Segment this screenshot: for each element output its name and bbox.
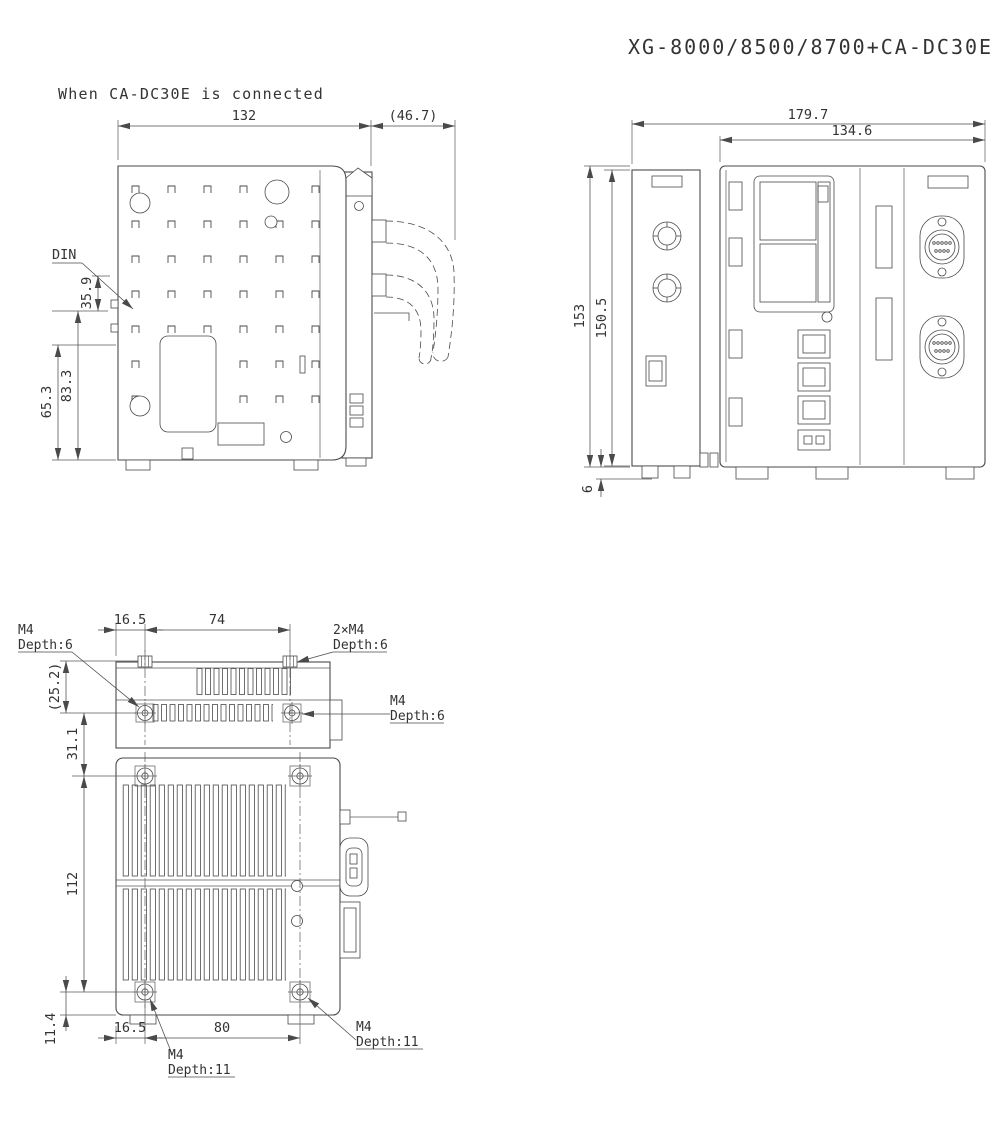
din-rail-notch bbox=[110, 323, 119, 333]
dim-main-unit-width: 134.6 bbox=[832, 123, 873, 139]
dim-boss-to-hole: (25.2) bbox=[47, 663, 63, 712]
label-screw-bottom-left-l1: M4 bbox=[168, 1048, 184, 1063]
label-screw-right-l1: M4 bbox=[390, 694, 406, 709]
side-cutout bbox=[159, 335, 217, 433]
label-screw-right-l2: Depth:6 bbox=[390, 709, 445, 724]
dsub-connector-upper bbox=[919, 215, 965, 279]
front-view: 179.7 134.6 153 150.5 6 bbox=[572, 107, 986, 497]
label-screw-top-left-l1: M4 bbox=[18, 623, 34, 638]
dsub-connector-lower bbox=[919, 315, 965, 379]
side-view: 132 (46.7) DIN 35.9 83.3 65.3 bbox=[39, 108, 456, 471]
bottom-ca-part bbox=[115, 650, 343, 749]
side-rear-plate bbox=[341, 167, 410, 459]
dim-hole-pitch-bottom: 80 bbox=[214, 1020, 230, 1036]
knob-upper bbox=[652, 221, 682, 251]
screw-hole-ca-right bbox=[281, 702, 303, 724]
sd-card-slot bbox=[753, 175, 835, 323]
dim-hole-to-bottom-edge: 11.4 bbox=[43, 1013, 59, 1046]
label-screw-bottom-right-l2: Depth:11 bbox=[356, 1035, 419, 1050]
din-label: DIN bbox=[52, 247, 76, 263]
dim-body-height: 150.5 bbox=[594, 298, 610, 339]
label-screw-bottom-right-l1: M4 bbox=[356, 1020, 372, 1035]
mounting-hole-grid bbox=[128, 180, 326, 418]
connection-note: When CA-DC30E is connected bbox=[58, 85, 324, 103]
front-main-unit bbox=[719, 165, 986, 480]
label-screw-bottom-left-l2: Depth:11 bbox=[168, 1063, 231, 1078]
dim-hole-pitch-vertical: 112 bbox=[65, 872, 81, 896]
din-rail-notch bbox=[110, 299, 119, 309]
dim-din-to-bottom: 83.3 bbox=[59, 370, 75, 403]
right-connector bbox=[339, 837, 369, 897]
bottom-dimensions bbox=[18, 624, 444, 1078]
dim-hole-pitch-top: 74 bbox=[209, 612, 225, 628]
vent-slots-band-1 bbox=[122, 784, 286, 878]
bottom-xg-part bbox=[115, 752, 407, 1025]
vent-slots-upper-row bbox=[196, 668, 291, 696]
front-lower-connector bbox=[797, 429, 831, 451]
dim-overall-width: 132 bbox=[232, 108, 256, 124]
dim-edge-to-hole-bottom: 16.5 bbox=[114, 1020, 147, 1036]
front-dimensions bbox=[584, 120, 986, 497]
dim-overall-height: 153 bbox=[572, 304, 588, 328]
label-screw-pair-top-l1: 2×M4 bbox=[333, 623, 364, 638]
drawing-title: XG-8000/8500/8700+CA-DC30E bbox=[628, 35, 993, 59]
vent-slots-band-2 bbox=[122, 888, 286, 982]
side-dimensions bbox=[52, 120, 456, 461]
front-buttons bbox=[797, 329, 831, 425]
dim-din-offset: 35.9 bbox=[79, 277, 95, 310]
side-body bbox=[110, 165, 367, 471]
dim-edge-to-hole-top: 16.5 bbox=[114, 612, 147, 628]
vent-slots-lower-row bbox=[152, 704, 273, 723]
dim-cable-clearance: (46.7) bbox=[389, 108, 438, 124]
dim-front-overall-width: 179.7 bbox=[788, 107, 829, 123]
front-ca-unit bbox=[631, 169, 719, 479]
label-screw-pair-top-l2: Depth:6 bbox=[333, 638, 388, 653]
bottom-view: M4 Depth:6 16.5 74 2×M4 Depth:6 M4 Depth… bbox=[18, 612, 445, 1078]
dim-lower-edge-to-bottom: 65.3 bbox=[39, 386, 55, 419]
dim-row-spacing: 31.1 bbox=[65, 728, 81, 761]
dim-foot-height: 6 bbox=[580, 485, 596, 493]
knob-lower bbox=[652, 273, 682, 303]
label-screw-top-left-l2: Depth:6 bbox=[18, 638, 73, 653]
side-cables bbox=[385, 220, 455, 365]
